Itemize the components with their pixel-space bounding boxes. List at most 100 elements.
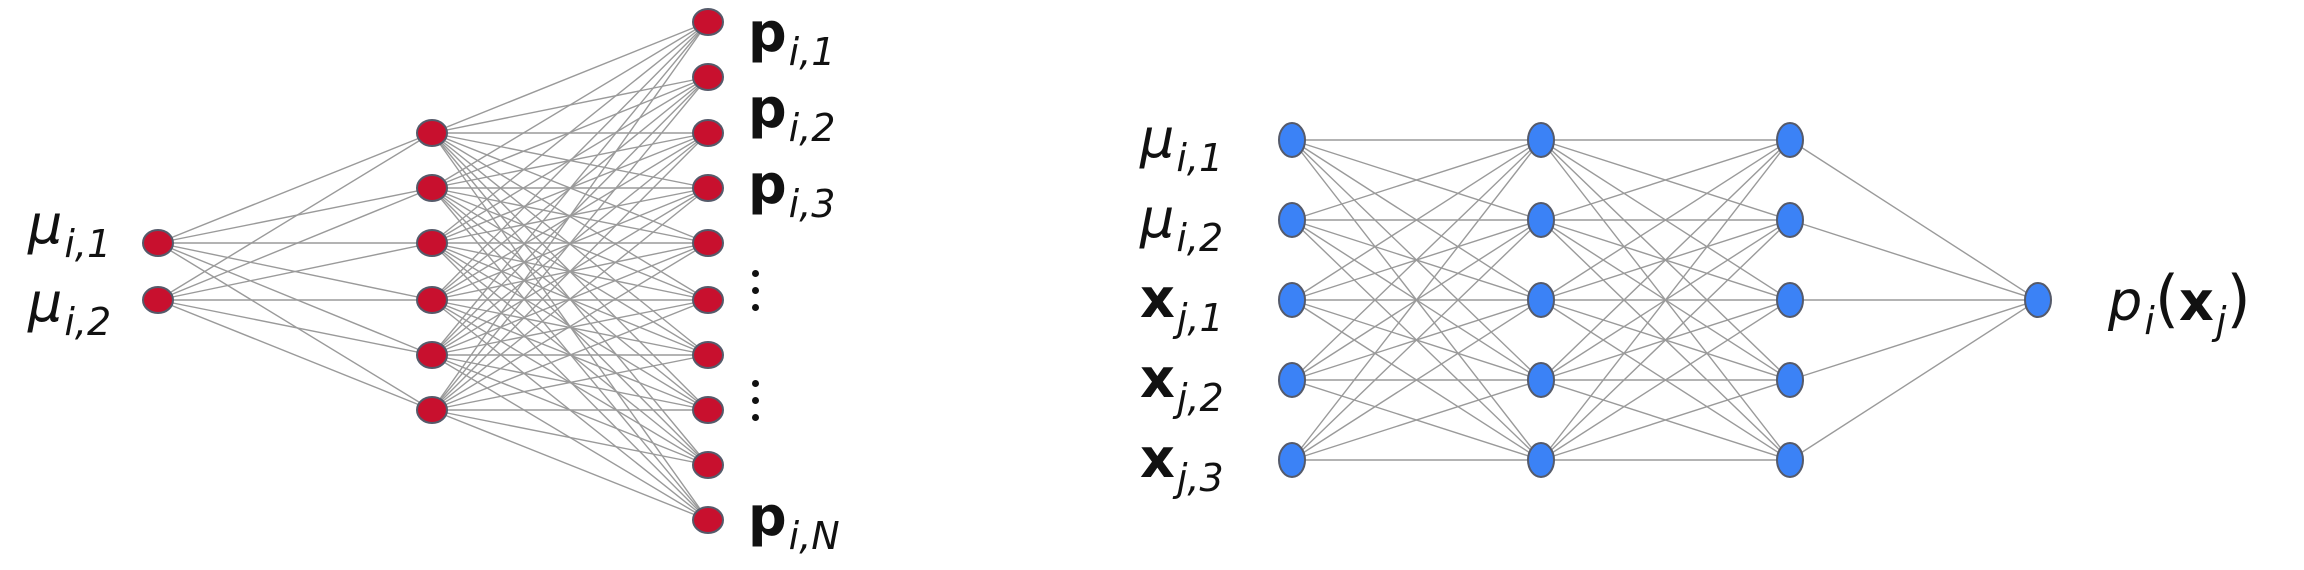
left-node-layer2-2 bbox=[416, 174, 448, 202]
right-edge-l1-3-to-1 bbox=[1291, 139, 1542, 301]
left-network-nodes bbox=[142, 8, 724, 534]
right-node-layer2-3 bbox=[1527, 282, 1555, 318]
right-node-layer1-1 bbox=[1278, 122, 1306, 158]
right-edge-l1-5-to-3 bbox=[1291, 299, 1542, 461]
left-edge-l2-3-to-1 bbox=[431, 21, 709, 244]
right-edge-l2-5-to-4 bbox=[1540, 379, 1791, 461]
right-edge-l3-5-to-1 bbox=[1789, 299, 2039, 461]
left-output-symbol-4: p bbox=[748, 485, 787, 548]
left-edge-l2-3-to-2 bbox=[431, 76, 709, 244]
left-edge-l2-6-to-1 bbox=[431, 21, 709, 411]
left-input-symbol-1: μ bbox=[28, 193, 63, 256]
left-node-layer2-3 bbox=[416, 229, 448, 257]
right-input-label-5: xj,3 bbox=[1140, 432, 1224, 498]
left-edge-l1-2-to-5 bbox=[157, 299, 433, 356]
left-node-layer1-2 bbox=[142, 286, 174, 314]
right-output-label: pi(xj) bbox=[2108, 268, 2251, 341]
right-input-subscript-5: j,3 bbox=[1176, 456, 1224, 500]
left-output-label-1: pi,1 bbox=[748, 6, 835, 72]
left-input-subscript-2: i,2 bbox=[64, 300, 112, 344]
left-output-subscript-4: i,N bbox=[788, 514, 840, 558]
right-node-layer2-2 bbox=[1527, 202, 1555, 238]
left-input-label-2: μi,2 bbox=[28, 276, 111, 342]
left-output-symbol-1: p bbox=[748, 1, 787, 64]
left-output-ellipsis-2 bbox=[752, 380, 762, 431]
left-output-label-3: pi,3 bbox=[748, 158, 835, 224]
left-edge-l2-6-to-3 bbox=[431, 132, 709, 411]
right-input-subscript-1: i,1 bbox=[1176, 136, 1224, 180]
left-edge-l1-1-to-2 bbox=[157, 187, 433, 244]
left-edge-l1-1-to-6 bbox=[157, 242, 433, 411]
left-edge-l1-2-to-6 bbox=[157, 299, 433, 411]
right-node-layer2-4 bbox=[1527, 362, 1555, 398]
left-node-layer3-7 bbox=[692, 341, 724, 369]
left-edge-l1-2-to-3 bbox=[157, 242, 433, 301]
left-node-layer3-2 bbox=[692, 63, 724, 91]
right-input-label-1: μi,1 bbox=[1140, 112, 1223, 178]
right-network-nodes bbox=[1278, 122, 2052, 478]
right-input-label-3: xj,1 bbox=[1140, 272, 1224, 338]
left-output-ellipsis-1 bbox=[752, 270, 762, 321]
right-edge-l1-5-to-1 bbox=[1291, 139, 1542, 461]
right-input-symbol-5: x bbox=[1140, 427, 1175, 490]
right-edge-l2-4-to-1 bbox=[1540, 139, 1791, 381]
right-node-layer1-3 bbox=[1278, 282, 1306, 318]
right-output-func-subscript: i bbox=[2144, 299, 2155, 343]
left-output-symbol-2: p bbox=[748, 77, 787, 140]
right-input-subscript-4: j,2 bbox=[1176, 376, 1224, 420]
left-output-label-4: pi,N bbox=[748, 490, 840, 556]
right-node-layer1-4 bbox=[1278, 362, 1306, 398]
right-edge-l2-5-to-1 bbox=[1540, 139, 1791, 461]
left-node-layer2-1 bbox=[416, 119, 448, 147]
left-edge-l2-3-to-10 bbox=[431, 242, 709, 521]
left-edge-l2-6-to-10 bbox=[431, 409, 709, 521]
right-network-edges bbox=[1291, 139, 2039, 461]
right-node-layer3-1 bbox=[1776, 122, 1804, 158]
left-input-symbol-2: μ bbox=[28, 271, 63, 334]
left-edge-l2-5-to-1 bbox=[431, 21, 709, 356]
left-node-layer3-4 bbox=[692, 174, 724, 202]
right-node-layer3-4 bbox=[1776, 362, 1804, 398]
left-input-subscript-1: i,1 bbox=[64, 222, 112, 266]
right-edge-l3-4-to-1 bbox=[1789, 299, 2039, 381]
left-edge-l2-3-to-9 bbox=[431, 242, 709, 466]
right-output-open-paren: ( bbox=[2154, 262, 2180, 335]
left-output-label-2: pi,2 bbox=[748, 82, 835, 148]
left-node-layer2-6 bbox=[416, 396, 448, 424]
left-node-layer3-1 bbox=[692, 8, 724, 36]
right-input-symbol-4: x bbox=[1140, 347, 1175, 410]
left-output-symbol-3: p bbox=[748, 153, 787, 216]
left-edge-l1-1-to-5 bbox=[157, 242, 433, 356]
right-edge-l2-5-to-3 bbox=[1540, 299, 1791, 461]
right-edge-l2-5-to-2 bbox=[1540, 219, 1791, 461]
left-node-layer3-9 bbox=[692, 451, 724, 479]
left-edge-l2-6-to-4 bbox=[431, 187, 709, 411]
left-node-layer3-5 bbox=[692, 229, 724, 257]
right-input-symbol-3: x bbox=[1140, 267, 1175, 330]
left-node-layer2-5 bbox=[416, 341, 448, 369]
left-node-layer1-1 bbox=[142, 229, 174, 257]
right-input-symbol-2: μ bbox=[1140, 187, 1175, 250]
left-edge-l1-1-to-1 bbox=[157, 132, 433, 244]
right-node-layer3-5 bbox=[1776, 442, 1804, 478]
right-edge-l1-5-to-2 bbox=[1291, 219, 1542, 461]
right-node-layer3-2 bbox=[1776, 202, 1804, 238]
right-input-subscript-2: i,2 bbox=[1176, 216, 1224, 260]
left-edge-l1-2-to-2 bbox=[157, 187, 433, 301]
left-edge-l2-6-to-5 bbox=[431, 242, 709, 411]
left-edge-l1-2-to-1 bbox=[157, 132, 433, 301]
right-output-close-paren: ) bbox=[2226, 262, 2251, 335]
right-edge-l1-5-to-4 bbox=[1291, 379, 1542, 461]
right-edge-l2-2-to-1 bbox=[1540, 139, 1791, 221]
left-node-layer3-10 bbox=[692, 506, 724, 534]
right-output-func: p bbox=[2108, 270, 2143, 333]
right-node-layer2-1 bbox=[1527, 122, 1555, 158]
left-node-layer3-6 bbox=[692, 286, 724, 314]
right-input-label-4: xj,2 bbox=[1140, 352, 1224, 418]
right-edge-l3-1-to-1 bbox=[1789, 139, 2039, 301]
right-output-arg: x bbox=[2179, 270, 2214, 333]
right-input-symbol-1: μ bbox=[1140, 107, 1175, 170]
right-node-layer4-1 bbox=[2024, 282, 2052, 318]
left-edge-l2-6-to-2 bbox=[431, 76, 709, 411]
